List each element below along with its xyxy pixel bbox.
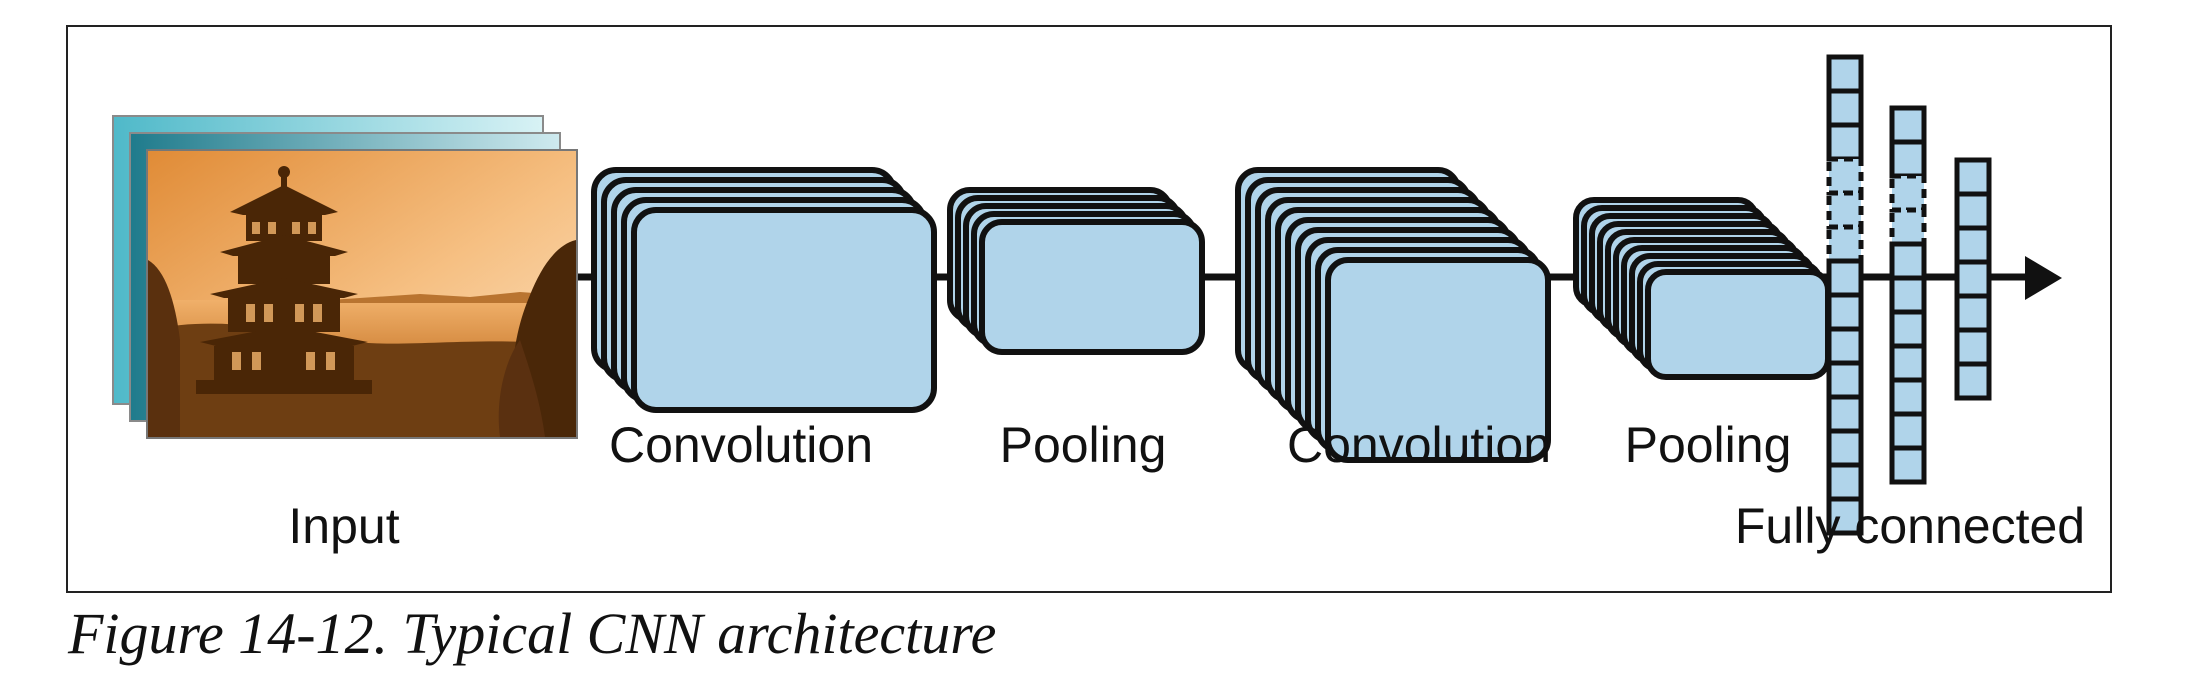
feature-map (1645, 269, 1831, 380)
label-convolution-1: Convolution (609, 417, 873, 473)
fc-neuron (1889, 139, 1927, 179)
fc-neuron (1889, 207, 1927, 247)
fc-neuron (1889, 411, 1927, 451)
fc-neuron (1826, 394, 1864, 434)
fc-neuron (1826, 190, 1864, 230)
fc-neuron (1826, 156, 1864, 196)
fc-neuron (1826, 360, 1864, 400)
feature-map (631, 207, 937, 413)
fc-neuron (1826, 258, 1864, 298)
fc-neuron (1826, 88, 1864, 128)
fc-neuron (1889, 445, 1927, 485)
fc-neuron (1954, 191, 1992, 231)
fc-neuron (1889, 105, 1927, 145)
fc-neuron (1954, 361, 1992, 401)
feature-map (979, 219, 1205, 355)
fully-connected-layer-3 (1954, 157, 1992, 401)
input-image-stack (112, 115, 578, 439)
fc-neuron (1954, 225, 1992, 265)
figure-caption: Figure 14-12. Typical CNN architecture (68, 601, 997, 666)
fc-neuron (1826, 428, 1864, 468)
fc-neuron (1889, 173, 1927, 213)
fc-neuron (1889, 275, 1927, 315)
fc-neuron (1826, 292, 1864, 332)
pooling-2-feature-maps (1573, 197, 1831, 380)
fc-neuron (1826, 122, 1864, 162)
fully-connected-layer-1 (1826, 54, 1864, 536)
input-photo (146, 149, 578, 439)
convolution-2-feature-maps (1235, 167, 1551, 463)
label-fully-connected: Fully connected (1735, 498, 2085, 554)
fc-neuron (1826, 462, 1864, 502)
fc-neuron (1954, 293, 1992, 333)
fully-connected-layer-2 (1889, 105, 1927, 485)
fc-neuron (1954, 259, 1992, 299)
label-pooling-1: Pooling (1000, 417, 1167, 473)
fc-neuron (1889, 377, 1927, 417)
figure-frame (66, 25, 2112, 593)
flow-arrowhead (2025, 256, 2062, 300)
fc-neuron (1889, 241, 1927, 281)
label-pooling-2: Pooling (1625, 417, 1792, 473)
feature-map (1325, 257, 1551, 463)
fc-neuron (1826, 496, 1864, 536)
fc-neuron (1954, 157, 1992, 197)
label-convolution-2: Convolution (1287, 417, 1551, 473)
fc-neuron (1889, 309, 1927, 349)
fc-neuron (1826, 326, 1864, 366)
label-input: Input (288, 498, 399, 554)
pooling-1-feature-maps (947, 187, 1205, 355)
fc-neuron (1954, 327, 1992, 367)
fc-neuron (1826, 54, 1864, 94)
fc-neuron (1889, 343, 1927, 383)
fc-neuron (1826, 224, 1864, 264)
convolution-1-feature-maps (591, 167, 937, 413)
